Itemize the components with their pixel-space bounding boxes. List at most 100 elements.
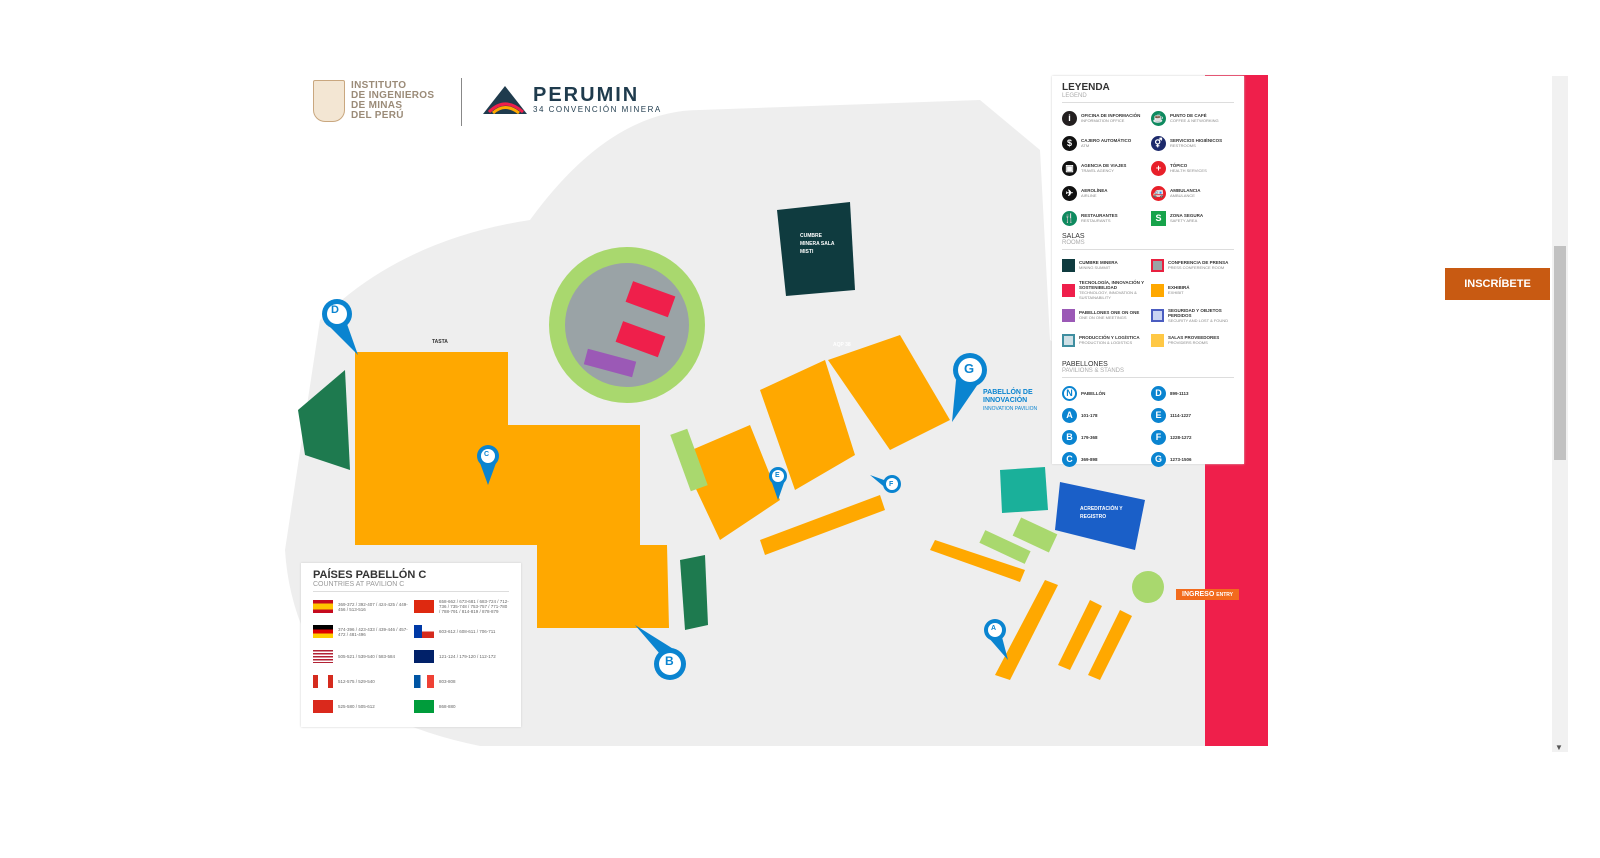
pavilion-g [828,335,950,450]
pin-d-label[interactable]: D [331,304,339,316]
pin-g-label[interactable]: G [964,361,975,376]
pavilion-a-row [995,580,1058,680]
legend-label-text: AGENCIA DE VIAJES [1081,163,1127,168]
room-color-swatch [1062,333,1075,347]
register-button[interactable]: INSCRÍBETE [1445,268,1550,300]
pavilion-legend-item: E 1114-1227 [1151,406,1234,424]
pavilions-title: PABELLONES [1062,361,1108,368]
country-item: 369-372 / 392-407 / 424-425 / 449-456 / … [313,598,408,615]
room-label-sub: MINING SUMMIT [1079,265,1111,270]
pin-f-label[interactable]: F [889,481,894,488]
pin-a-label[interactable]: A [991,625,997,632]
country-item: 525-580 / 505-612 [313,698,408,715]
room-color-swatch [1151,283,1164,297]
pin-c-label[interactable]: C [484,451,490,458]
summit-label: CUMBRE MINERA SALA MISTI [800,233,835,255]
green-area [670,428,708,492]
restaurant-label: TASTA [432,339,448,345]
room-label-sub: ONE ON ONE MEETINGS [1079,315,1127,320]
room-color-swatch [1062,308,1075,322]
flag-icon [414,650,434,663]
pavilion-legend-item: N PABELLÓN [1062,384,1145,402]
mountain-icon [483,86,527,114]
rooms-title: SALAS [1062,233,1085,240]
countries-title: PAÍSES PABELLÓN C [313,569,427,581]
rooms-subtitle: ROOMS [1062,240,1234,250]
country-item: 658-662 / 673-681 / 683-724 / 712-736 / … [414,598,509,615]
country-stands: 868-880 [439,704,456,709]
country-stands: 525-580 / 505-612 [338,704,375,709]
registration-label: ACREDITACIÓN Y REGISTRO [1080,506,1123,520]
country-stands: 505-521 / 539-540 / 583-584 [338,654,396,659]
country-item: 374-396 / 423-433 / 439-446 / 457-472 / … [313,623,408,640]
first-aid-icon: + [1151,160,1166,176]
entry-sign: INGRESO ENTRY [1176,589,1240,600]
pavilion-range: 369-898 [1081,456,1098,462]
room-label-text: TECNOLOGÍA, INNOVACIÓN Y SOSTENIBILIDAD [1079,280,1145,290]
pavilion-pin-icon: N [1062,385,1077,401]
room-label-text: SALAS PROVEEDORES [1168,335,1220,340]
room-color-swatch [1062,258,1075,272]
scrollbar-thumb[interactable] [1554,246,1566,460]
legend-label-sub: RESTROOMS [1170,143,1196,148]
legend-label-text: ZONA SEGURA [1170,213,1204,218]
country-stands: 803-808 [439,679,456,684]
room-label-sub: PRODUCTION & LOGISTICS [1079,340,1133,345]
legend-title: LEYENDA [1062,82,1110,93]
restaurant-icon: 🍴 [1062,210,1077,226]
atm-icon: $ [1062,135,1077,151]
countries-subtitle: COUNTRIES AT PAVILION C [313,581,509,592]
green-area [1012,517,1058,553]
flag-icon [313,700,333,713]
tech-room [625,281,676,318]
luggage-icon: ▣ [1062,160,1077,176]
scroll-down-arrow-icon[interactable]: ▼ [1555,743,1563,752]
pin-e-label[interactable]: E [775,472,780,479]
country-stands: 512-575 / 529-540 [338,679,375,684]
country-item: 803-808 [414,673,509,690]
pavilion-a-row [1058,600,1102,670]
perumin-title: PERUMIN [533,83,640,106]
pavilions-subtitle: PAVILIONS & STANDS [1062,368,1234,378]
pavilion-range: 179-368 [1081,434,1098,440]
pavilion-pin-icon: F [1151,429,1166,445]
pavilion-pin-icon: A [1062,407,1077,423]
pin-b-label[interactable]: B [665,654,674,668]
pavilion-range: PABELLÓN [1081,390,1106,396]
legend-label-sub: RESTAURANTS [1081,218,1111,223]
flag-icon [313,650,333,663]
country-stands: 603-612 / 608-611 / 706-711 [439,629,496,634]
pavilion-range: 1273-1506 [1170,456,1192,462]
pavilion-c [355,352,669,628]
health-center [1000,467,1048,513]
flag-icon [313,600,333,613]
pavilion-range: 1114-1227 [1170,412,1192,418]
registration-building [1055,482,1145,550]
green-area [979,530,1031,564]
pavilion-pin-icon: E [1151,407,1166,423]
scrollbar[interactable]: ▼ [1552,76,1568,752]
stand-row [760,495,885,555]
room-label-text: PABELLONES ONE ON ONE [1079,310,1140,315]
